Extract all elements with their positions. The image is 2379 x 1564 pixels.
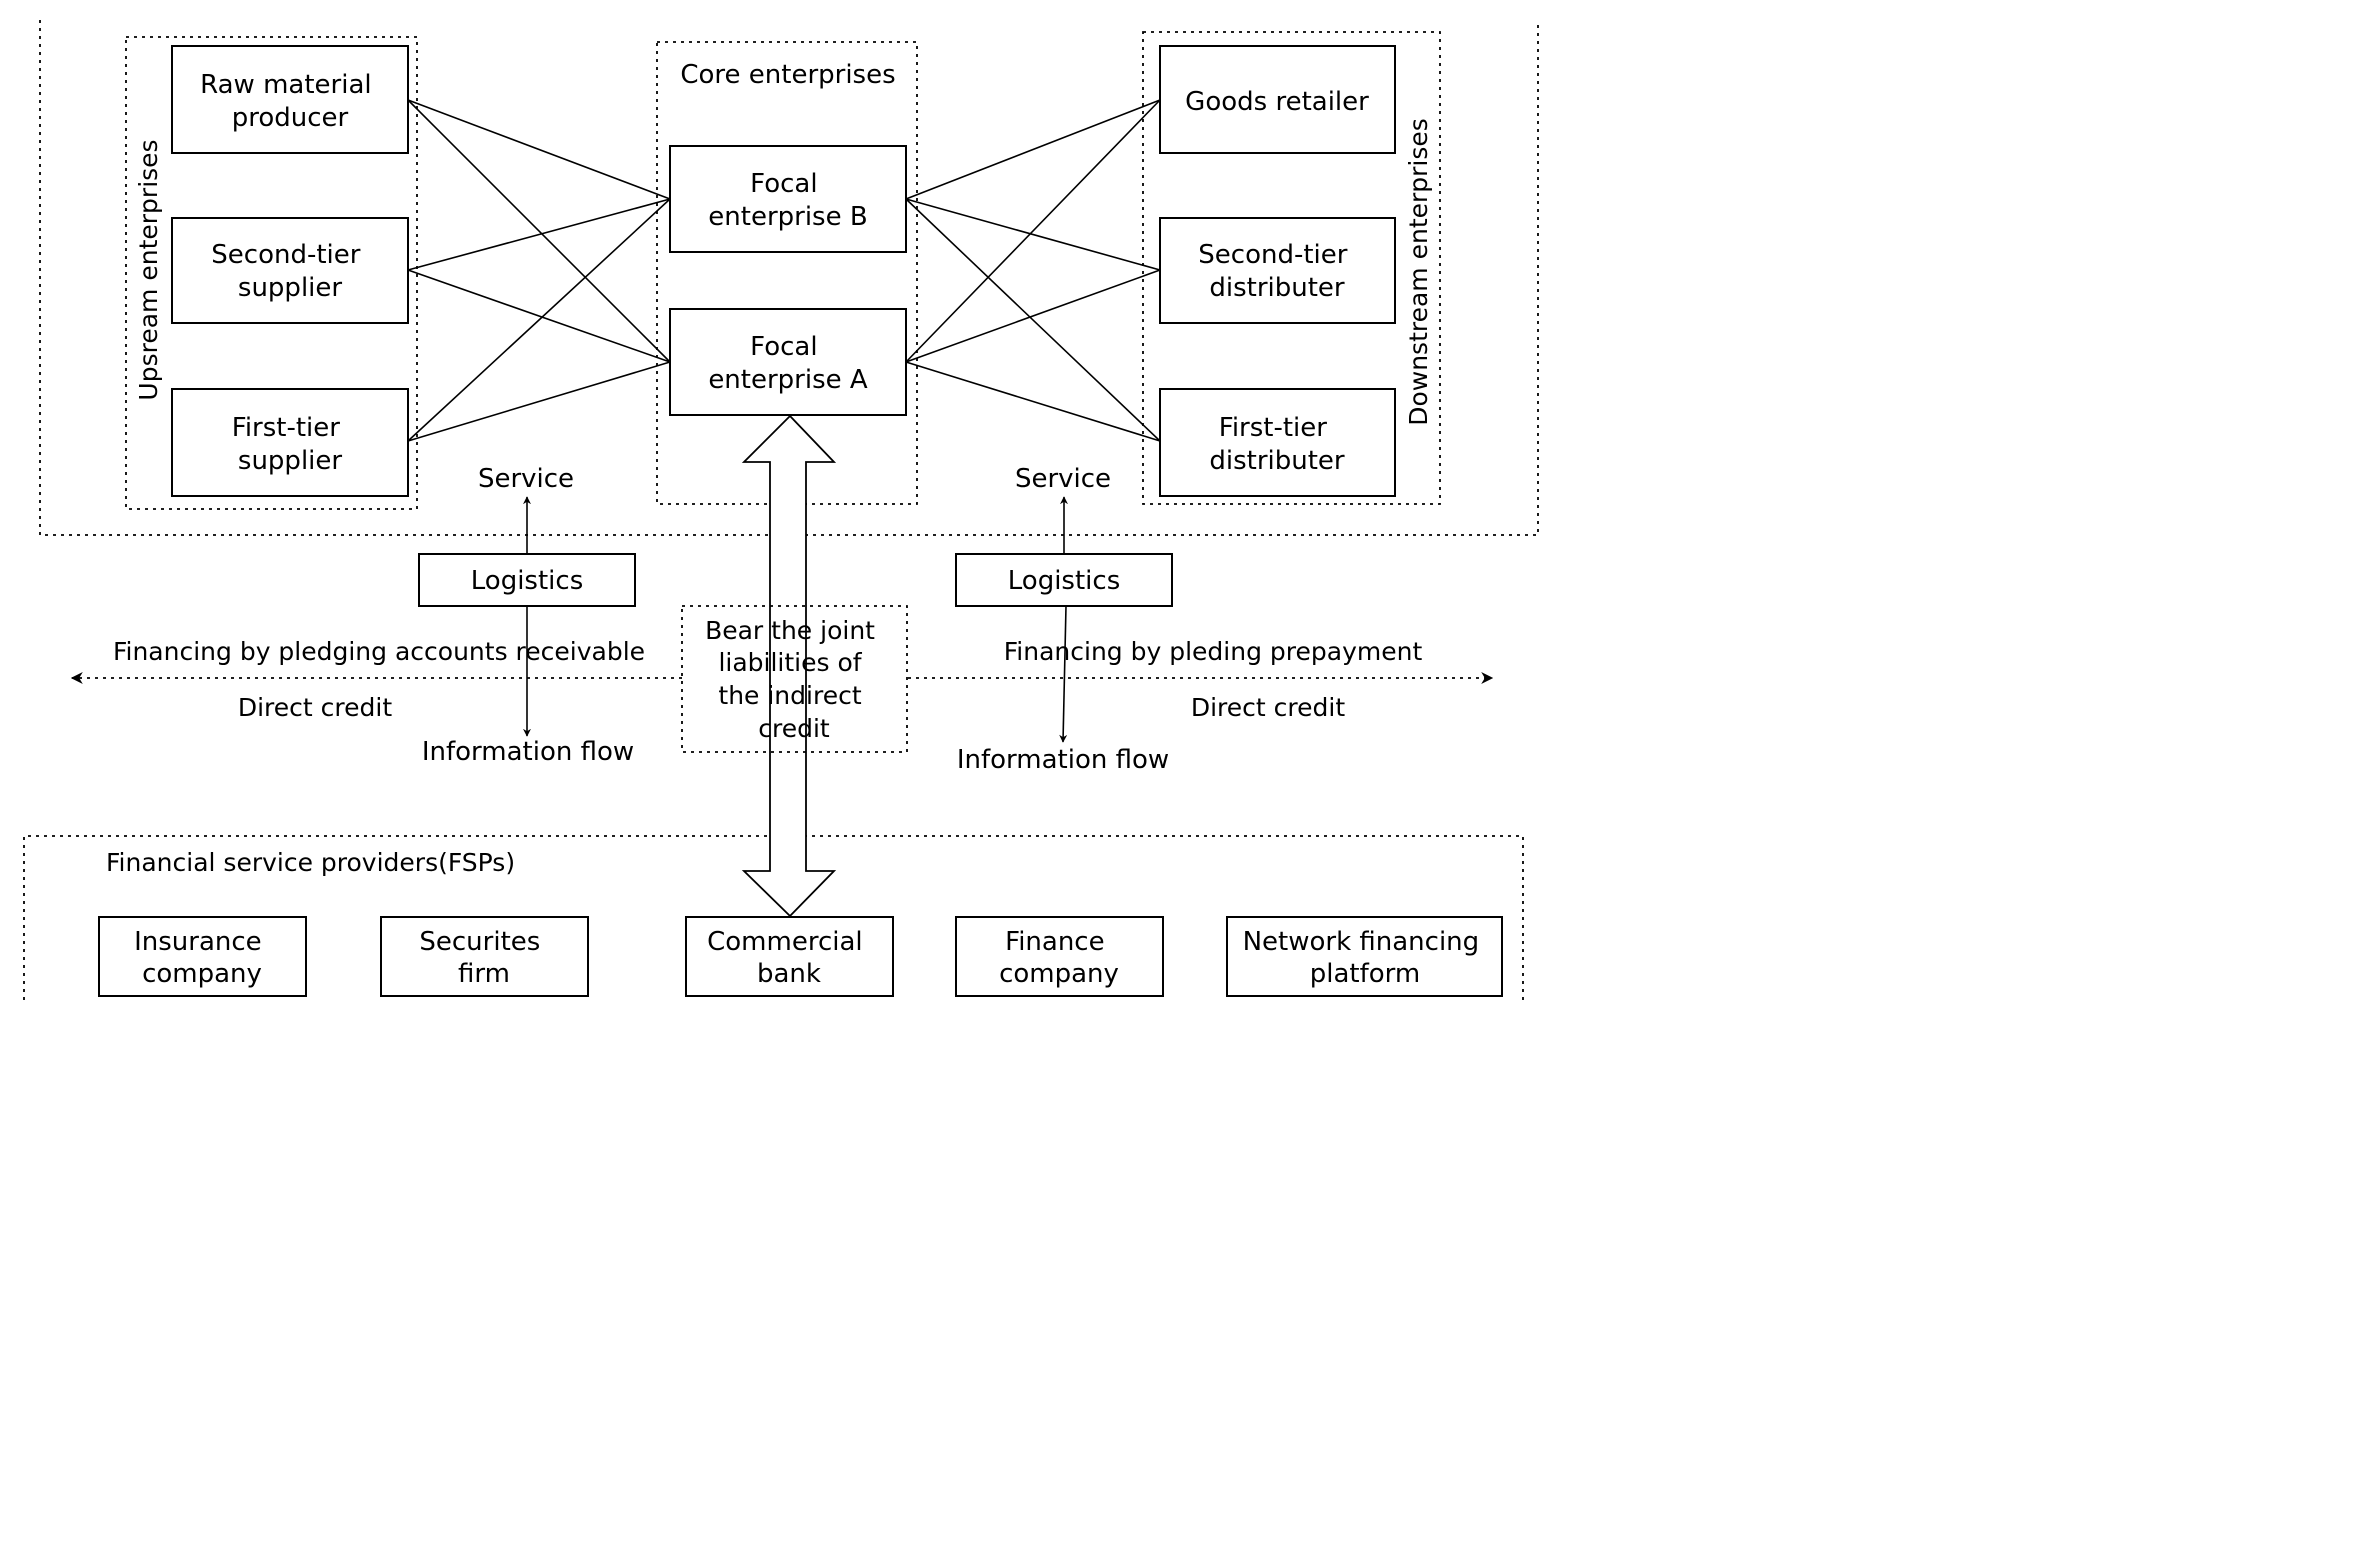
- svg-text:First-tier distributer: First-tier distributer: [1209, 413, 1345, 476]
- right-logistics-label: Logistics: [1008, 566, 1120, 596]
- right-service-label: Service: [1015, 464, 1111, 494]
- svg-text:Commercial bank: Commercial bank: [707, 927, 871, 989]
- svg-text:Raw material producer: Raw material producer: [200, 70, 380, 133]
- box-label-line: Raw material: [200, 70, 371, 100]
- box-label-line: Goods retailer: [1185, 87, 1369, 117]
- right-information-flow-label: Information flow: [957, 745, 1169, 775]
- raw-material-producer-box: Raw material producer: [171, 45, 409, 154]
- fsp-group-label: Financial service providers(FSPs): [106, 848, 515, 877]
- joint-liabilities-box: Bear the joint liabilities of the indire…: [681, 605, 908, 753]
- securities-firm-box: Securites firm: [380, 916, 589, 997]
- box-label-line: First-tier: [1219, 413, 1328, 443]
- box-label-line: distributer: [1209, 446, 1345, 476]
- box-label-line: enterprise B: [708, 202, 867, 232]
- right-direct-credit-label: Direct credit: [1191, 693, 1345, 722]
- supply-chain-finance-diagram: Upsream enterprises Downstream enterpris…: [23, 20, 1539, 1000]
- focal-enterprise-a-box: Focal enterprise A: [669, 308, 907, 416]
- box-label-line: enterprise A: [708, 365, 868, 395]
- box-label-line: bank: [757, 959, 821, 989]
- svg-text:Second-tier distributer: Second-tier distributer: [1198, 240, 1355, 303]
- svg-text:Goods retailer: Goods retailer: [1185, 87, 1369, 117]
- left-information-flow-label: Information flow: [422, 737, 634, 767]
- network-financing-platform-box: Network financing platform: [1226, 916, 1503, 997]
- svg-text:Bear the joint liabiliti: Bear the joint liabilities of the indire…: [705, 616, 883, 743]
- box-label-line: First-tier: [232, 413, 341, 443]
- box-label-line: company: [999, 959, 1119, 989]
- box-label-line: Insurance: [134, 927, 262, 957]
- svg-text:Second-tier supplier: Second-tier supplier: [211, 240, 368, 303]
- right-logistics-box: Logistics: [955, 553, 1173, 607]
- svg-text:Focal enterprise A: Focal enterprise A: [708, 332, 868, 395]
- box-label-line: Commercial: [707, 927, 863, 957]
- second-tier-supplier-box: Second-tier supplier: [171, 217, 409, 324]
- svg-text:First-tier supplier: First-tier supplier: [232, 413, 348, 476]
- box-label-line: supplier: [238, 273, 342, 303]
- core-group: [656, 41, 918, 505]
- svg-text:Insurance company: Insurance company: [134, 927, 270, 989]
- right-financing-label: Financing by pleding prepayment: [1004, 637, 1423, 666]
- joint-label-line: liabilities of: [718, 648, 862, 677]
- first-tier-supplier-box: First-tier supplier: [171, 388, 409, 497]
- left-logistics-box: Logistics: [418, 553, 636, 607]
- left-service-label: Service: [478, 464, 574, 494]
- svg-text:Network financing platfo: Network financing platform: [1243, 927, 1488, 989]
- upstream-core-links: [407, 99, 671, 442]
- box-label-line: firm: [458, 959, 510, 989]
- joint-label-line: credit: [758, 714, 830, 743]
- box-label-line: distributer: [1209, 273, 1345, 303]
- box-label-line: Second-tier: [211, 240, 360, 270]
- box-label-line: supplier: [238, 446, 342, 476]
- core-group-label: Core enterprises: [680, 60, 895, 90]
- box-label-line: Network financing: [1243, 927, 1480, 957]
- left-logistics-label: Logistics: [471, 566, 583, 596]
- goods-retailer-box: Goods retailer: [1159, 45, 1396, 154]
- joint-label-line: the indirect: [718, 681, 861, 710]
- upstream-group: [125, 36, 418, 510]
- box-label-line: Finance: [1005, 927, 1104, 957]
- core-downstream-links: [905, 99, 1161, 442]
- box-label-line: company: [142, 959, 262, 989]
- focal-enterprise-b-box: Focal enterprise B: [669, 145, 907, 253]
- second-tier-distributer-box: Second-tier distributer: [1159, 217, 1396, 324]
- svg-text:Finance company: Finance company: [999, 927, 1119, 989]
- finance-company-box: Finance company: [955, 916, 1164, 997]
- left-direct-credit-label: Direct credit: [238, 693, 392, 722]
- box-label-line: Focal: [750, 332, 817, 362]
- joint-label-line: Bear the joint: [705, 616, 875, 645]
- svg-text:Securites firm: Securites firm: [419, 927, 548, 989]
- box-label-line: Second-tier: [1198, 240, 1347, 270]
- insurance-company-box: Insurance company: [98, 916, 307, 997]
- box-label-line: producer: [232, 103, 349, 133]
- svg-text:Focal enterprise B: Focal enterprise B: [708, 169, 867, 232]
- box-label-line: Securites: [419, 927, 540, 957]
- downstream-group-label: Downstream enterprises: [1404, 118, 1433, 426]
- box-label-line: Focal: [750, 169, 817, 199]
- commercial-bank-box: Commercial bank: [685, 916, 894, 997]
- left-financing-label: Financing by pledging accounts receivabl…: [113, 637, 645, 666]
- first-tier-distributer-box: First-tier distributer: [1159, 388, 1396, 497]
- box-label-line: platform: [1310, 959, 1420, 989]
- right-information-arrow: [1059, 605, 1068, 743]
- upstream-group-label: Upsream enterprises: [134, 139, 163, 400]
